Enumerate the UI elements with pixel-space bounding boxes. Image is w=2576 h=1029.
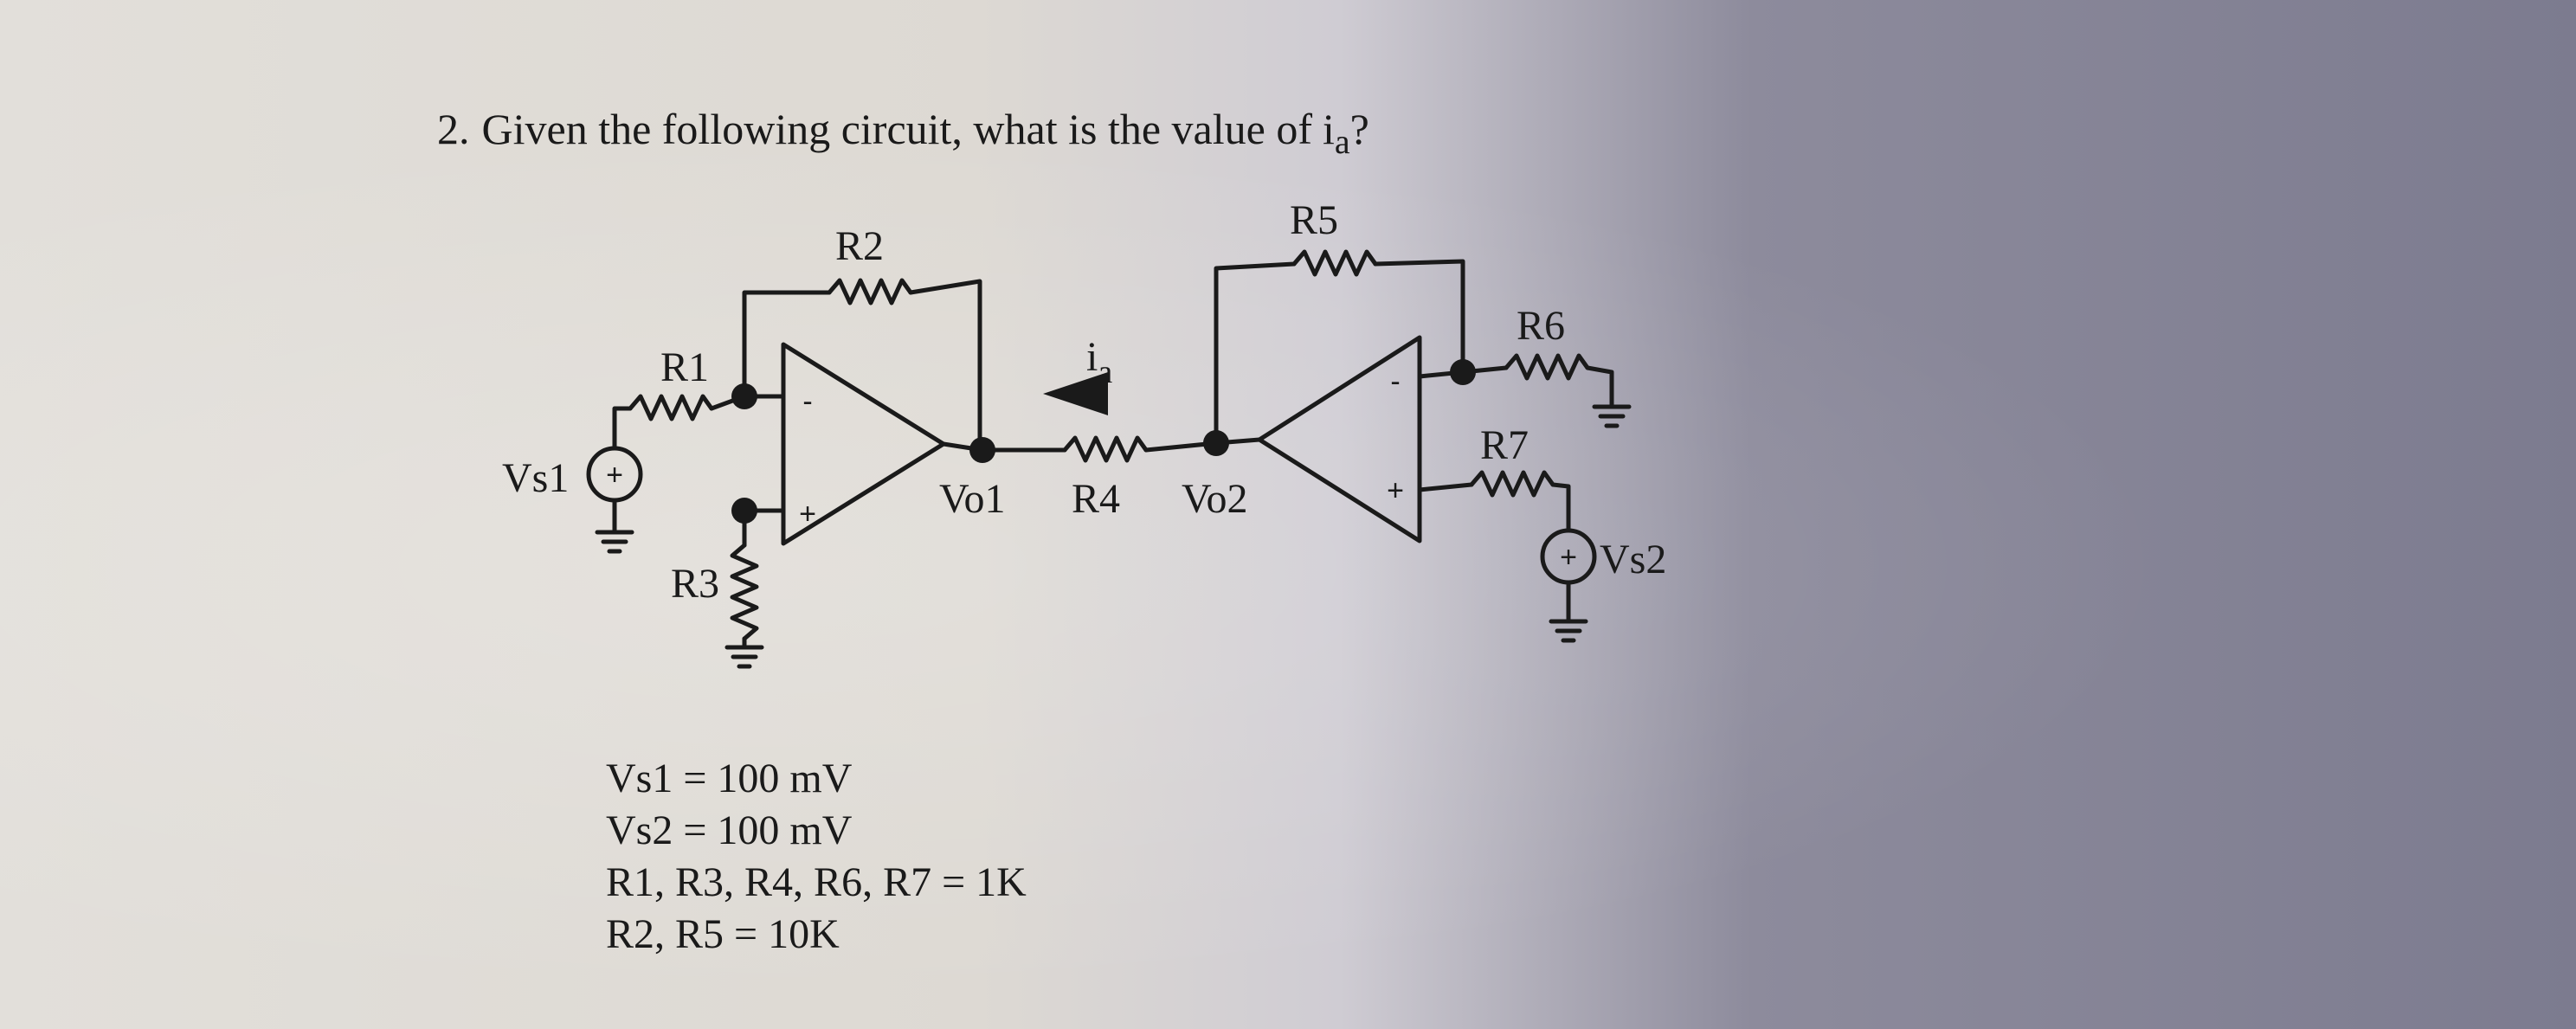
question-number: 2. [437, 105, 470, 153]
node-dot-inv1 [731, 383, 757, 409]
label-r6: R6 [1517, 303, 1565, 349]
label-vo1: Vo1 [939, 476, 1005, 522]
node-dot-vo2 [1203, 430, 1229, 456]
label-vo2: Vo2 [1182, 476, 1247, 522]
vs2-plus-sign: + [1560, 541, 1577, 574]
question-text: 2.Given the following circuit, what is t… [437, 104, 1369, 162]
label-r5: R5 [1290, 197, 1338, 243]
vs1-plus-sign: + [606, 459, 623, 492]
current-arrow-icon [1043, 372, 1108, 415]
label-vs2: Vs2 [1600, 537, 1666, 582]
label-r7: R7 [1480, 422, 1529, 468]
opamp-2 [1257, 335, 1422, 543]
node-dot-noninv1 [731, 498, 757, 524]
label-ia: ia [1086, 334, 1112, 390]
node-dot-vo1 [969, 437, 995, 463]
node-dot-inv2 [1450, 359, 1476, 385]
opamp2-plus-sign: + [1387, 474, 1404, 507]
question-body: Given the following circuit, what is the… [481, 105, 1312, 153]
opamp2-minus-sign: - [1390, 365, 1400, 398]
label-vs1: Vs1 [502, 455, 569, 501]
r3-resistor [730, 543, 759, 641]
given-values: Vs1 = 100 mV Vs2 = 100 mV R1, R3, R4, R6… [606, 753, 1027, 961]
label-r3: R3 [671, 561, 719, 607]
r6-resistor [1504, 353, 1590, 381]
r1-resistor [628, 394, 714, 421]
given-vs2: Vs2 = 100 mV [606, 807, 853, 853]
opamp1-minus-sign: - [802, 385, 812, 418]
label-r1: R1 [660, 344, 709, 390]
given-r-large: R2, R5 = 10K [606, 911, 840, 957]
question-mark: ? [1349, 105, 1369, 153]
label-r2: R2 [835, 223, 884, 269]
r5-resistor [1291, 249, 1378, 277]
given-vs1: Vs1 = 100 mV [606, 756, 853, 801]
opamp1-plus-sign: + [799, 498, 816, 531]
r4-resistor [1062, 435, 1149, 463]
r7-resistor [1469, 470, 1555, 498]
opamp-1 [781, 342, 946, 546]
label-r4: R4 [1072, 476, 1120, 522]
question-symbol: ia [1322, 105, 1350, 161]
r2-resistor [827, 278, 913, 305]
given-r-small: R1, R3, R4, R6, R7 = 1K [606, 859, 1027, 905]
